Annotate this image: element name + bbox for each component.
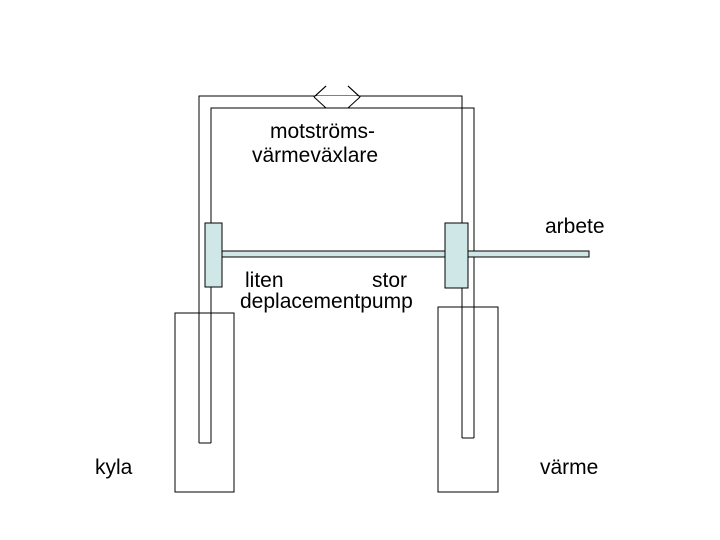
piston-rod <box>220 250 590 258</box>
label-work: arbete <box>545 215 605 238</box>
label-large: stor <box>372 269 408 292</box>
label-countercurrent-1: motströms- <box>270 120 375 143</box>
hot-reservoir <box>437 306 499 493</box>
cold-reservoir <box>174 312 235 493</box>
label-small: liten <box>245 269 284 292</box>
label-heat: värme <box>540 456 599 479</box>
label-cold: kyla <box>95 456 133 479</box>
small-piston <box>204 222 223 288</box>
large-piston <box>444 222 469 289</box>
label-displacement-pump: deplacementpump <box>240 290 413 313</box>
label-countercurrent-2: värmeväxlare <box>252 144 379 167</box>
